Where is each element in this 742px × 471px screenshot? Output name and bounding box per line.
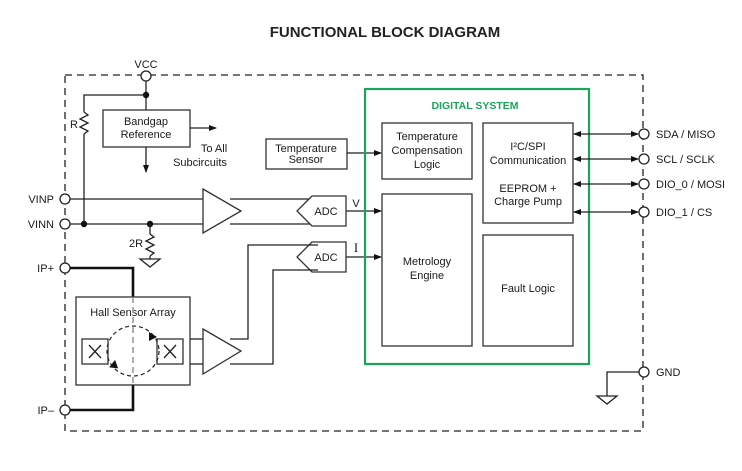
pin-label-scl: SCL / SCLK [656, 154, 716, 166]
pin-label-vinn: VINN [28, 219, 54, 231]
metrology-label-1: Metrology [403, 256, 452, 268]
bandgap-label-2: Reference [121, 129, 172, 141]
ground-2r-icon [138, 258, 162, 268]
metrology-engine-block [381, 193, 473, 347]
chip-boundary [64, 74, 644, 432]
pin-label-ip-plus: IP+ [37, 263, 54, 275]
current-path-in [70, 266, 135, 297]
pin-label-vinp: VINP [28, 194, 54, 206]
pin-dio0 [638, 178, 650, 190]
current-path-out [70, 385, 135, 412]
pin-vinp [59, 193, 71, 205]
resistor-r-label: R [70, 119, 78, 131]
junction-vinn-r [80, 220, 88, 228]
metrology-label-2: Engine [410, 270, 444, 282]
pin-ip-minus [59, 404, 71, 416]
bandgap-label-1: Bandgap [124, 116, 168, 128]
temp-sensor-label-2: Sensor [289, 154, 324, 166]
wire-iamp-adc-bottom [230, 269, 318, 365]
adc-voltage [296, 195, 347, 227]
comm-label-1: I²C/SPI [510, 141, 545, 153]
comm-label-2: Communication [490, 155, 566, 167]
temp-compensation-block [381, 122, 473, 180]
field-arrow-bottom-icon [109, 359, 119, 369]
resistor-2r [144, 233, 156, 257]
i-label: I [354, 240, 358, 255]
v-label: V [352, 198, 360, 210]
temp-comp-label-3: Logic [414, 159, 441, 171]
fault-logic-block [482, 234, 574, 347]
resistor-r [78, 111, 90, 135]
pin-label-dio0: DIO_0 / MOSI [656, 179, 725, 191]
ground-icon [595, 395, 619, 405]
pin-label-gnd: GND [656, 367, 681, 379]
adc-current-label: ADC [314, 252, 337, 264]
adc-current [296, 241, 347, 273]
hall-element-right-x-icon [163, 344, 177, 359]
pin-gnd [638, 366, 650, 378]
pin-vinn [59, 218, 71, 230]
diagram-title: FUNCTIONAL BLOCK DIAGRAM [270, 24, 501, 41]
wire-iamp-adc-top [230, 244, 318, 340]
bandgap-reference-block [102, 109, 191, 148]
eeprom-label-2: Charge Pump [494, 196, 562, 208]
hall-element-left-x-icon [88, 344, 102, 359]
temp-comp-label-2: Compensation [392, 145, 463, 157]
temperature-sensor-block [265, 138, 348, 170]
pin-label-sda: SDA / MISO [656, 129, 716, 141]
adc-voltage-label: ADC [314, 206, 337, 218]
pin-label-vcc: VCC [134, 59, 157, 71]
field-arrow-top-icon [149, 332, 157, 341]
wire-vcc-r [83, 94, 146, 112]
temp-sensor-label-1: Temperature [275, 143, 337, 155]
pin-scl [638, 153, 650, 165]
temp-comp-label-1: Temperature [396, 131, 458, 143]
digital-system-block [363, 87, 591, 366]
to-all-label-1: To All [201, 143, 227, 155]
pin-label-dio1: DIO_1 / CS [656, 207, 712, 219]
current-amplifier [202, 327, 243, 376]
magnetic-field-loop [106, 325, 160, 377]
pin-label-ip-minus: IP– [37, 405, 54, 417]
resistor-2r-label: 2R [129, 238, 143, 250]
wire-gnd [606, 371, 639, 396]
to-all-label-2: Subcircuits [173, 157, 227, 169]
fault-logic-label: Fault Logic [501, 283, 555, 295]
pin-ip-plus [59, 262, 71, 274]
voltage-amplifier [202, 187, 243, 235]
communication-eeprom-block [482, 122, 574, 224]
pin-sda [638, 128, 650, 140]
pin-dio1 [638, 206, 650, 218]
eeprom-label-1: EEPROM + [499, 183, 556, 195]
pin-vcc [140, 70, 152, 82]
digital-system-label: DIGITAL SYSTEM [431, 100, 518, 112]
